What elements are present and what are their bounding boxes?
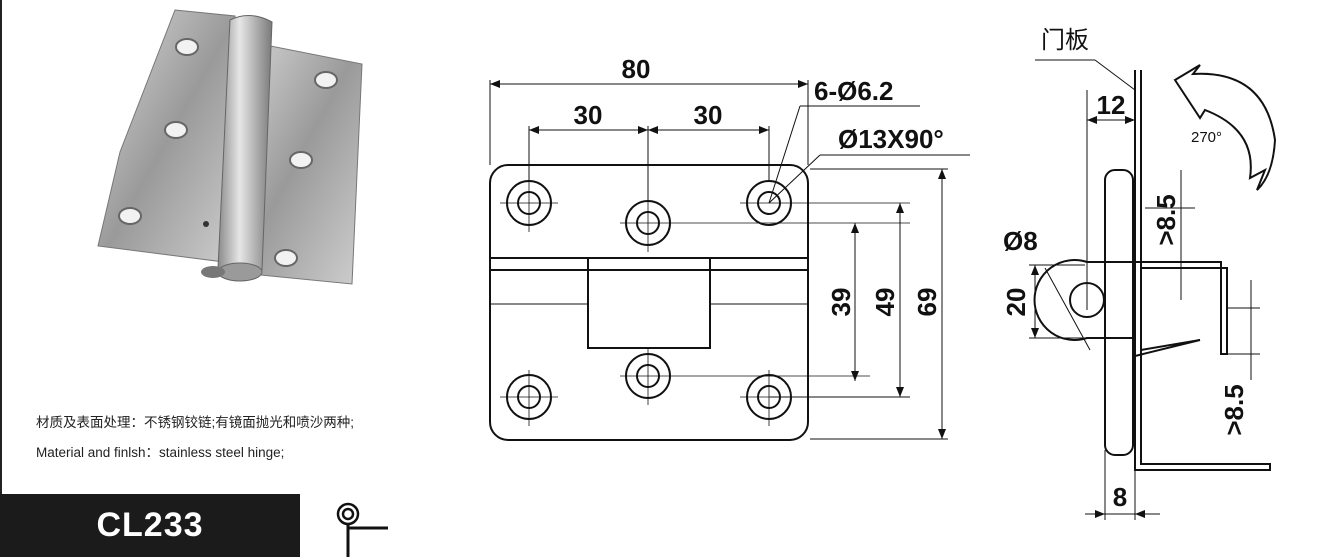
hinge-symbol-icon xyxy=(336,502,388,557)
side-view-drawing: 门板 12 270° >8.5 Ø8 20 >8.5 8 xyxy=(1001,26,1277,520)
dim-49: 49 xyxy=(870,288,900,317)
hinge-photo-holes xyxy=(118,38,338,267)
left-border xyxy=(0,0,2,557)
rotation-arrow-icon xyxy=(1173,64,1277,191)
model-code: CL233 xyxy=(96,506,204,544)
material-description-cn: 材质及表面处理：不锈钢铰链;有镜面抛光和喷沙两种; xyxy=(36,415,355,430)
dim-pin-diameter: Ø8 xyxy=(1003,226,1038,256)
hinge-outline xyxy=(489,164,809,441)
dim-spacing-left: 30 xyxy=(574,100,603,130)
model-code-box: CL233 xyxy=(0,494,300,557)
dim-12: 12 xyxy=(1097,90,1126,120)
dim-39: 39 xyxy=(826,288,856,317)
dim-8-5-top: >8.5 xyxy=(1151,194,1181,245)
front-view-drawing: 80 30 30 6-Ø6.2 Ø13X90° 39 49 69 xyxy=(489,54,970,441)
mounting-holes xyxy=(506,180,792,420)
hinge-product-photo xyxy=(97,9,363,285)
dim-69: 69 xyxy=(912,288,942,317)
dim-countersink: Ø13X90° xyxy=(838,124,944,154)
door-panel-label: 门板 xyxy=(1041,26,1089,54)
material-description-en: Material and finlsh：stainless steel hing… xyxy=(36,445,285,460)
dim-8-5-bottom: >8.5 xyxy=(1219,384,1249,435)
dim-hole-count-diameter: 6-Ø6.2 xyxy=(814,76,894,106)
dim-8: 8 xyxy=(1113,482,1127,512)
dim-spacing-right: 30 xyxy=(694,100,723,130)
dim-20: 20 xyxy=(1001,288,1031,317)
rotation-label: 270° xyxy=(1191,129,1222,146)
dim-width-80: 80 xyxy=(622,54,651,84)
